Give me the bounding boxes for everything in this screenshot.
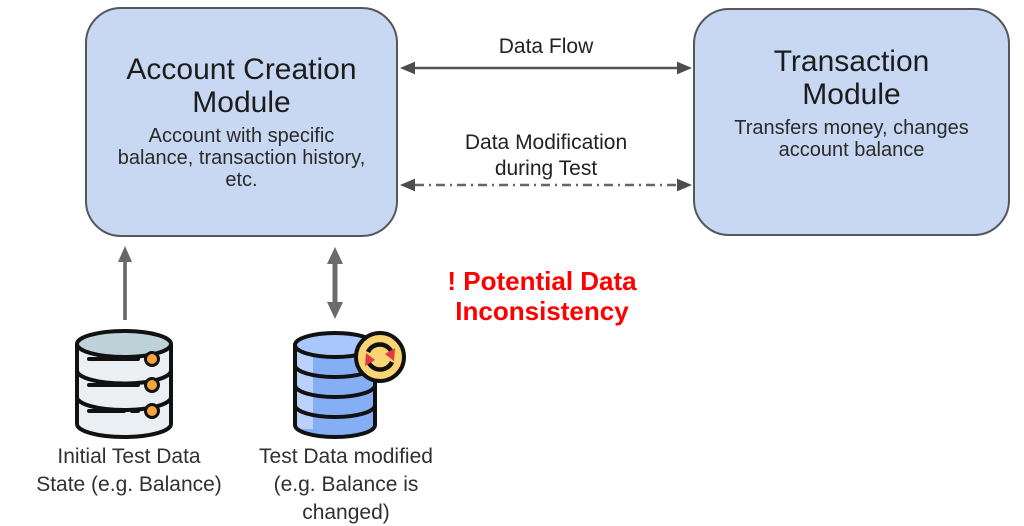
account-creation-module-title: Account Creation Module xyxy=(126,53,357,119)
data-flow-arrow-icon xyxy=(400,61,692,75)
up-down-arrow-icon xyxy=(327,247,343,319)
data-modification-label: Data Modification during Test xyxy=(464,131,628,180)
modified-test-data-label: Test Data modified (e.g. Balance is chan… xyxy=(259,445,433,524)
data-modification-arrow-icon xyxy=(400,178,692,192)
sync-badge xyxy=(354,331,406,383)
initial-test-data-label: Initial Test Data State (e.g. Balance) xyxy=(36,445,222,496)
up-arrow-icon xyxy=(118,246,132,320)
account-creation-module-description: Account with specific balance, transacti… xyxy=(117,125,366,191)
account-creation-module-box: Account Creation Module Account with spe… xyxy=(85,7,398,237)
transaction-module-box: Transaction Module Transfers money, chan… xyxy=(693,8,1010,236)
transaction-module-description: Transfers money, changes account balance xyxy=(734,117,969,161)
data-flow-label: Data Flow xyxy=(498,35,594,58)
database-sync-icon xyxy=(293,331,406,439)
database-gray-icon xyxy=(75,329,173,439)
transaction-module-title: Transaction Module xyxy=(773,45,930,111)
warning-text: ! Potential Data Inconsistency xyxy=(447,266,637,326)
